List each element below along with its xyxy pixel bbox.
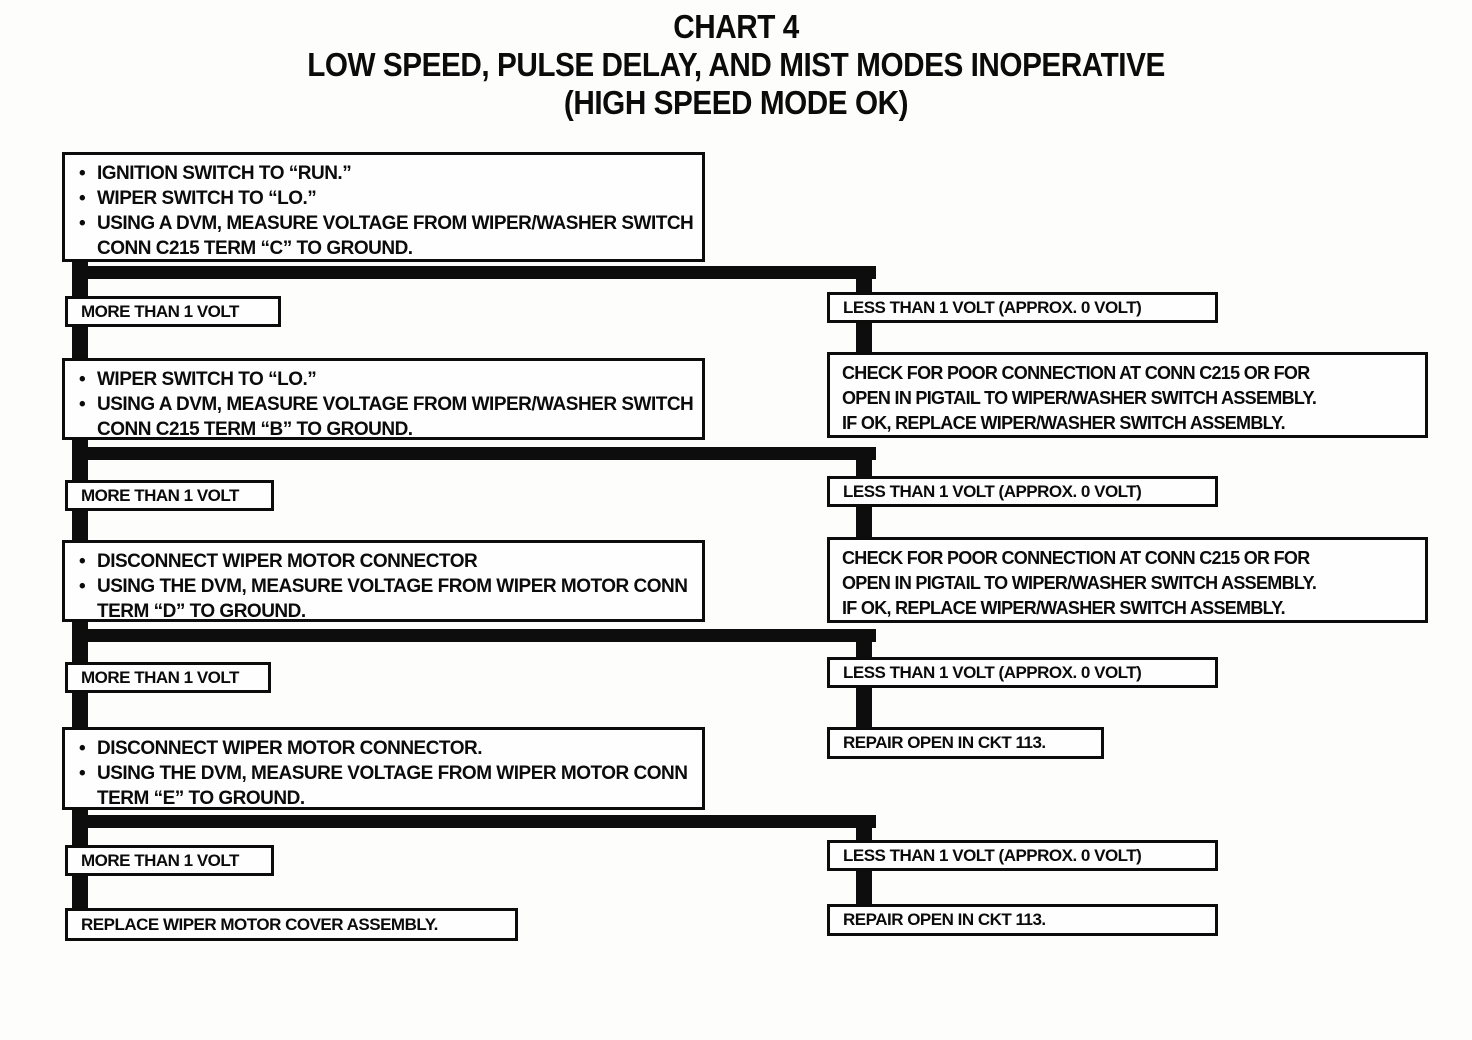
connector-line [72,872,88,912]
connector-line [856,629,872,661]
check-connection-box-1: CHECK FOR POOR CONNECTION AT CONN C215 O… [827,352,1428,438]
connector-line [856,266,872,296]
bullet-item: WIPER SWITCH TO “LO.” [75,367,694,392]
connector-line [856,815,872,844]
bullet-item: USING THE DVM, MEASURE VOLTAGE FROM WIPE… [75,761,694,811]
connector-line [72,447,876,460]
more-volt-label-2: MORE THAN 1 VOLT [65,480,274,511]
bullet-item: USING A DVM, MEASURE VOLTAGE FROM WIPER/… [75,392,694,442]
connector-line [72,322,88,362]
action-line: OPEN IN PIGTAIL TO WIPER/WASHER SWITCH A… [842,573,1317,593]
connector-line [72,266,876,279]
action-line: IF OK, REPLACE WIPER/WASHER SWITCH ASSEM… [842,413,1286,433]
step-1-bullets: IGNITION SWITCH TO “RUN.” WIPER SWITCH T… [65,161,702,261]
action-line: CHECK FOR POOR CONNECTION AT CONN C215 O… [842,363,1310,383]
connector-line [72,629,876,642]
bullet-item: USING A DVM, MEASURE VOLTAGE FROM WIPER/… [75,211,694,261]
connector-line [856,447,872,480]
connector-line [856,867,872,908]
repair-ckt113-box-1: REPAIR OPEN IN CKT 113. [827,727,1104,759]
connector-line [856,684,872,731]
replace-cover-box: REPLACE WIPER MOTOR COVER ASSEMBLY. [65,908,518,941]
step-3-box: DISCONNECT WIPER MOTOR CONNECTOR USING T… [62,540,705,622]
connector-line [856,503,872,541]
title-line-3: (HIGH SPEED MODE OK) [563,84,909,121]
bullet-item: DISCONNECT WIPER MOTOR CONNECTOR [75,549,694,574]
more-volt-label-1: MORE THAN 1 VOLT [65,296,281,327]
connector-line [72,507,88,544]
connector-line [72,618,88,666]
step-1-box: IGNITION SWITCH TO “RUN.” WIPER SWITCH T… [62,152,705,262]
step-4-box: DISCONNECT WIPER MOTOR CONNECTOR. USING … [62,727,705,810]
less-volt-label-2: LESS THAN 1 VOLT (APPROX. 0 VOLT) [827,476,1218,507]
step-3-bullets: DISCONNECT WIPER MOTOR CONNECTOR USING T… [65,549,702,624]
check-connection-box-2: CHECK FOR POOR CONNECTION AT CONN C215 O… [827,537,1428,623]
bullet-item: DISCONNECT WIPER MOTOR CONNECTOR. [75,736,694,761]
step-2-bullets: WIPER SWITCH TO “LO.” USING A DVM, MEASU… [65,367,702,442]
bullet-item: USING THE DVM, MEASURE VOLTAGE FROM WIPE… [75,574,694,624]
less-volt-label-1: LESS THAN 1 VOLT (APPROX. 0 VOLT) [827,292,1218,323]
repair-ckt113-box-2: REPAIR OPEN IN CKT 113. [827,904,1218,936]
step-4-bullets: DISCONNECT WIPER MOTOR CONNECTOR. USING … [65,736,702,811]
more-volt-label-4: MORE THAN 1 VOLT [65,845,274,876]
title-line-2: LOW SPEED, PULSE DELAY, AND MIST MODES I… [307,46,1165,83]
less-volt-label-3: LESS THAN 1 VOLT (APPROX. 0 VOLT) [827,657,1218,688]
connector-line [72,436,88,484]
action-line: CHECK FOR POOR CONNECTION AT CONN C215 O… [842,548,1310,568]
bullet-item: WIPER SWITCH TO “LO.” [75,186,694,211]
action-line: OPEN IN PIGTAIL TO WIPER/WASHER SWITCH A… [842,388,1317,408]
connector-line [72,258,88,300]
connector-line [72,689,88,731]
bullet-item: IGNITION SWITCH TO “RUN.” [75,161,694,186]
connector-line [856,318,872,356]
step-2-box: WIPER SWITCH TO “LO.” USING A DVM, MEASU… [62,358,705,440]
title-line-1: CHART 4 [673,8,799,45]
action-line: IF OK, REPLACE WIPER/WASHER SWITCH ASSEM… [842,598,1286,618]
less-volt-label-4: LESS THAN 1 VOLT (APPROX. 0 VOLT) [827,840,1218,871]
more-volt-label-3: MORE THAN 1 VOLT [65,662,271,693]
chart-title: CHART 4 LOW SPEED, PULSE DELAY, AND MIST… [0,8,1472,122]
connector-line [72,815,876,828]
